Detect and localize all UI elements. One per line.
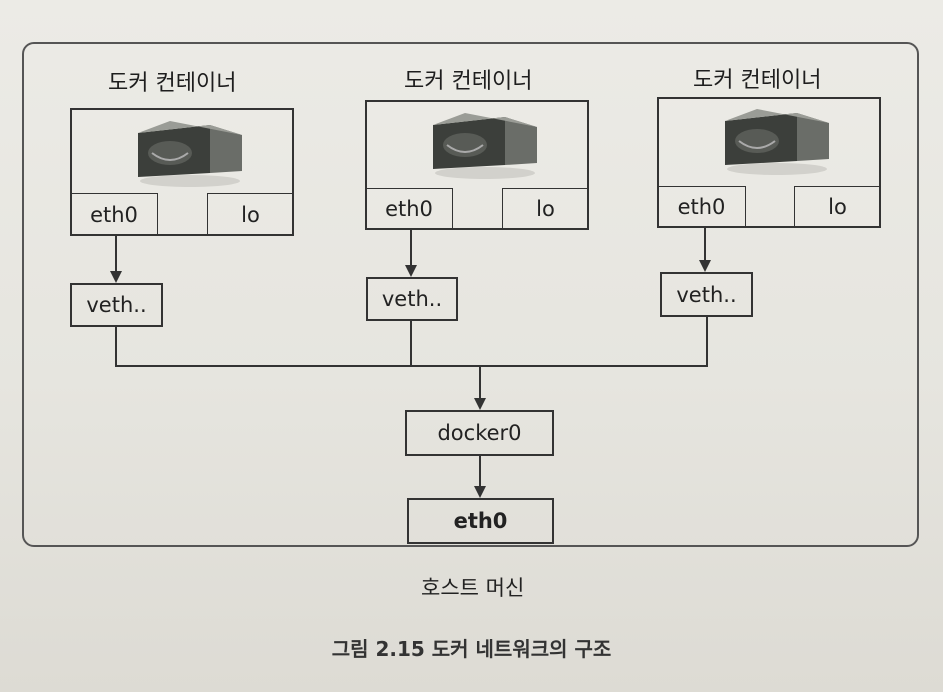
container-3-veth: veth.. (660, 272, 753, 317)
link-veth-3-to-bus (480, 317, 708, 367)
link-veth-1-to-bus (115, 327, 480, 367)
host-machine-frame (22, 42, 919, 547)
docker0-bridge: docker0 (405, 410, 554, 456)
container-3-eth0: eth0 (657, 186, 746, 228)
container-3-title: 도커 컨테이너 (693, 68, 822, 93)
container-1-cube-icon (138, 121, 242, 187)
container-3-lo: lo (794, 186, 881, 228)
container-1-lo: lo (207, 193, 294, 236)
host-eth0: eth0 (407, 498, 554, 544)
container-2-veth: veth.. (366, 277, 458, 321)
container-2-title: 도커 컨테이너 (404, 69, 533, 94)
container-2-eth0: eth0 (365, 188, 453, 230)
container-1-eth0: eth0 (70, 193, 158, 236)
container-1-title: 도커 컨테이너 (108, 71, 237, 96)
container-3-cube-icon (725, 109, 829, 175)
container-2-cube-icon (433, 113, 537, 179)
figure-caption: 그림 2.15 도커 네트워크의 구조 (331, 637, 612, 661)
host-machine-caption: 호스트 머신 (421, 576, 525, 600)
container-2-lo: lo (502, 188, 589, 230)
container-1-veth: veth.. (70, 283, 163, 327)
